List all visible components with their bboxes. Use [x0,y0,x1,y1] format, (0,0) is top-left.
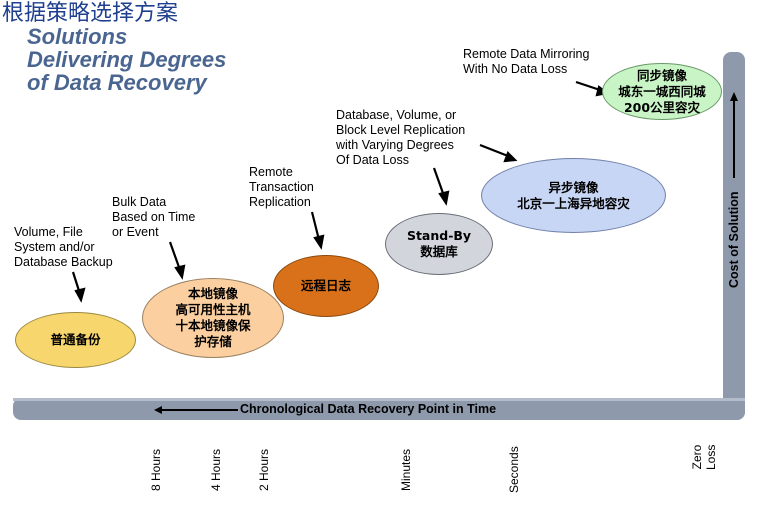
bubble-local-mirror: 本地镜像 高可用性主机 十本地镜像保 护存储 [142,278,284,358]
note-replication: Database, Volume, or Block Level Replica… [336,108,466,167]
bubble-backup: 普通备份 [15,312,136,368]
page-subtitle: Solutions Delivering Degrees of Data Rec… [27,24,227,95]
bubble-async-mirror: 异步镜像 北京一上海异地容灾 [481,158,666,233]
x-axis-label: Chronological Data Recovery Point in Tim… [240,402,497,416]
bubble-remote-log: 远程日志 [273,255,379,317]
tick-2-hours: 2 Hours [257,448,271,491]
page-title: 根据策略选择方案 [2,1,179,26]
pointer-arrow-replication [432,167,446,197]
tick-seconds: Seconds [507,446,521,493]
bubble-standby: Stand-By 数据库 [385,213,493,275]
tick-8-hours: 8 Hours [149,448,163,491]
time-axis-bar [13,398,745,420]
bubble-sync-mirror: 同步镜像 城东一城西同城 200公里容灾 [602,63,722,120]
y-axis-label: Cost of Solution [727,191,741,288]
pointer-arrow-replication-2 [479,143,509,158]
tick-4-hours: 4 Hours [209,448,223,491]
note-remote: Remote Transaction Replication [249,165,314,209]
pointer-arrow-mirroring [575,80,601,92]
note-backup: Volume, File System and/or Database Back… [14,225,113,269]
pointer-arrow-bulk [168,241,182,271]
cost-axis-bar [723,52,745,420]
note-bulk: Bulk Data Based on Time or Event [112,195,196,239]
tick-zero-loss: Zero Loss [690,444,718,470]
tick-minutes: Minutes [399,448,413,491]
note-mirroring: Remote Data Mirroring With No Data Loss [463,47,590,76]
pointer-arrow-remote [310,211,321,241]
